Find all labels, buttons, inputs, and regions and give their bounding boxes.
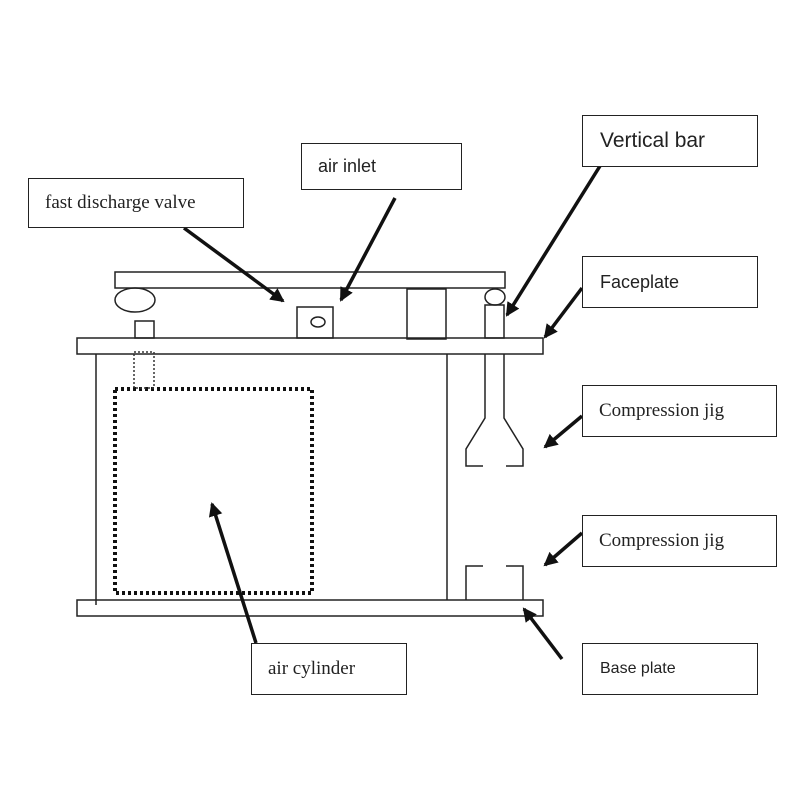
vertical-bar-top: [484, 304, 505, 339]
air-cylinder-shape: [113, 387, 314, 595]
label-text: fast discharge valve: [45, 192, 196, 213]
faceplate-shape: [76, 337, 544, 355]
base-plate-shape: [76, 599, 544, 617]
label-compression-jig-upper: Compression jig: [582, 385, 777, 437]
label-text: air cylinder: [268, 658, 356, 679]
label-faceplate: Faceplate: [582, 256, 758, 308]
arrow-base-plate: [522, 607, 564, 661]
label-vertical-bar: Vertical bar: [582, 115, 758, 167]
label-base-plate: Base plate: [582, 643, 758, 695]
arrow-fast-discharge-valve: [182, 226, 285, 303]
label-text: Faceplate: [600, 271, 680, 292]
label-text: Compression jig: [599, 400, 725, 421]
arrow-compression-jig-upper: [543, 414, 584, 449]
label-text: air inlet: [318, 156, 377, 176]
label-text: Compression jig: [599, 530, 725, 551]
arrow-faceplate: [543, 286, 584, 339]
label-compression-jig-lower: Compression jig: [582, 515, 777, 567]
label-air-inlet: air inlet: [301, 143, 462, 190]
right-roller: [484, 288, 506, 306]
arrow-compression-jig-lower: [543, 531, 584, 567]
label-text: Vertical bar: [600, 129, 706, 152]
left-roller: [114, 287, 156, 313]
valve-port: [310, 316, 326, 328]
tall-block: [406, 288, 447, 340]
upper-compression-jig-shape: [465, 354, 524, 467]
label-air-cylinder: air cylinder: [251, 643, 407, 695]
arrow-vertical-bar: [505, 165, 602, 317]
left-small-block: [134, 320, 155, 339]
cylinder-connector: [133, 351, 155, 389]
label-fast-discharge-valve: fast discharge valve: [28, 178, 244, 228]
arrow-air-cylinder: [208, 502, 258, 644]
arrow-air-inlet: [339, 197, 397, 302]
top-plate: [114, 271, 506, 289]
label-text: Base plate: [600, 660, 676, 677]
lower-compression-jig-shape: [465, 565, 524, 600]
valve-block: [296, 306, 334, 339]
